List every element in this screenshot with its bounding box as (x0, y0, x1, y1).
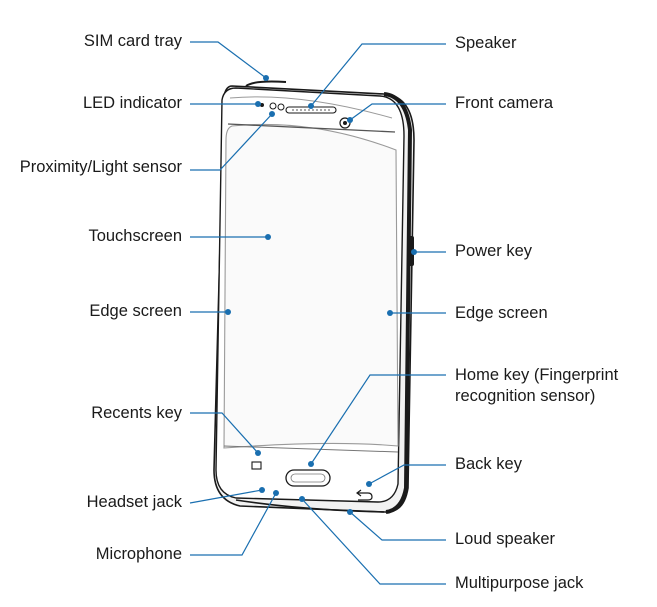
label-edge-screen-right: Edge screen (455, 304, 548, 322)
label-loud-speaker: Loud speaker (455, 530, 555, 548)
label-microphone: Microphone (95, 545, 182, 563)
label-led-indicator: LED indicator (82, 94, 182, 112)
right-leaders (301, 43, 446, 585)
label-back-key: Back key (455, 455, 522, 473)
label-multipurpose-jack: Multipurpose jack (455, 574, 584, 592)
label-speaker: Speaker (455, 34, 517, 52)
label-edge-screen-left: Edge screen (89, 302, 182, 320)
back-key (356, 489, 373, 501)
sensors (260, 102, 285, 111)
recents-key (251, 461, 262, 470)
leader-dots (225, 75, 417, 515)
phone-body (213, 80, 415, 514)
left-leaders (189, 41, 277, 556)
label-sim-card-tray: SIM card tray (83, 32, 182, 50)
label-front-camera: Front camera (455, 94, 554, 112)
label-proximity-light-sensor: Proximity/Light sensor (19, 158, 182, 176)
label-touchscreen: Touchscreen (88, 227, 182, 245)
label-headset-jack: Headset jack (86, 493, 182, 511)
label-home-key-line1: Home key (Fingerprint (455, 366, 619, 384)
label-power-key: Power key (455, 242, 533, 260)
label-home-key-line2: recognition sensor) (455, 387, 596, 405)
label-recents-key: Recents key (91, 404, 182, 422)
home-key (285, 469, 331, 487)
